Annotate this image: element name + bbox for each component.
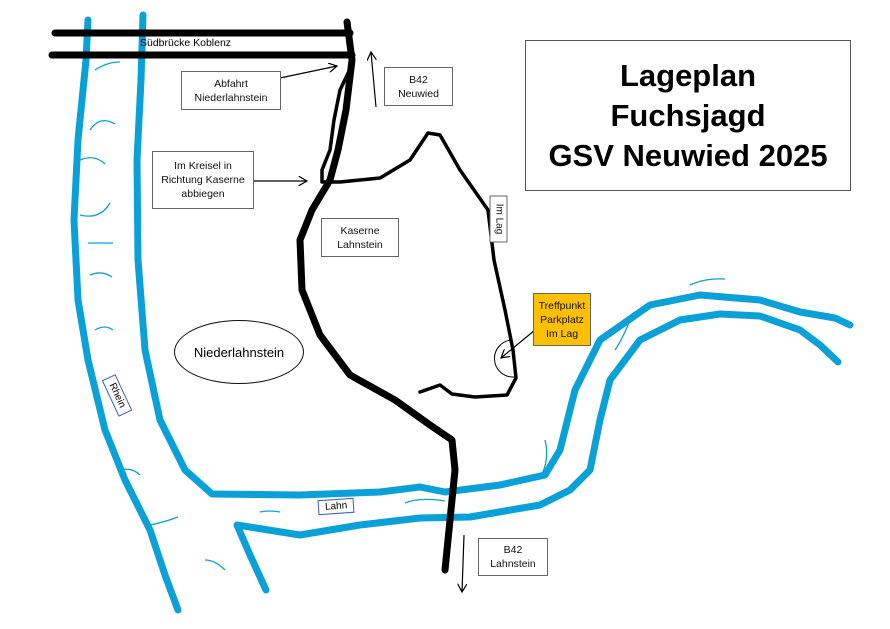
label-b42-neuwied: B42 Neuwied	[384, 67, 453, 106]
label-kaserne: Kaserne Lahnstein	[321, 218, 399, 257]
arrow-b42-neuwied	[371, 52, 377, 108]
meeting-point-circle	[493, 339, 515, 378]
page-title: Lageplan Fuchsjagd GSV Neuwied 2025	[525, 40, 851, 191]
label-lahn: Lahn	[317, 497, 355, 516]
bridge-label: Südbrücke Koblenz	[140, 37, 232, 49]
arrow-abfahrt	[279, 66, 337, 79]
roads	[48, 18, 518, 574]
label-treffpunkt: Treffpunkt Parkplatz Im Lag	[533, 293, 591, 346]
exit-road	[320, 63, 518, 399]
water-ripples	[79, 61, 726, 571]
label-kreisel: Im Kreisel in Richtung Kaserne abbiegen	[152, 151, 254, 209]
label-b42-lahnstein: B42 Lahnstein	[478, 538, 548, 576]
arrow-treffpunkt	[501, 329, 536, 358]
rhein-right-bank-lahn-upper	[133, 11, 854, 499]
arrows	[253, 52, 536, 592]
label-niederlahnstein: Niederlahnstein	[174, 320, 304, 384]
rhein-left-bank	[70, 16, 182, 614]
rivers	[70, 11, 854, 614]
label-im-lag: Im Lag	[489, 195, 508, 243]
lahn-lower-bank-rhein-right	[233, 310, 842, 594]
label-abfahrt: Abfahrt Niederlahnstein	[181, 71, 281, 110]
b42-road	[296, 18, 459, 574]
arrow-b42-lahnstein	[462, 534, 464, 592]
